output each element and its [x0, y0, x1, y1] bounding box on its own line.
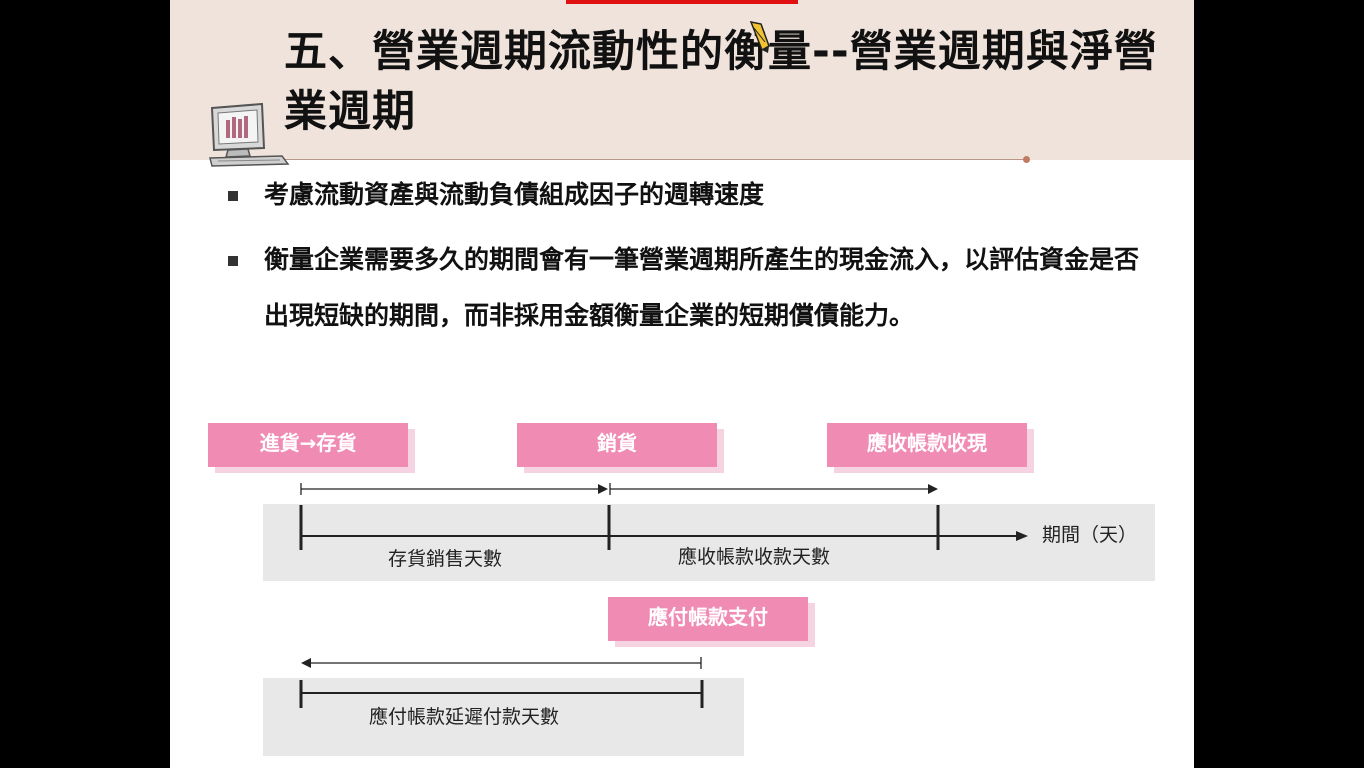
- square-bullet-icon: [228, 191, 238, 201]
- header-divider: [285, 159, 1027, 160]
- label-receivable-days: 應收帳款收款天數: [678, 546, 831, 568]
- timeline-lines: [299, 483, 1028, 708]
- event-receivable-collection: 應收帳款收現: [827, 423, 1027, 467]
- pen-icon: [749, 20, 770, 53]
- axis-label-period: 期間（天）: [1042, 524, 1138, 546]
- event-payable-payment: 應付帳款支付: [608, 597, 808, 641]
- slide-header: [170, 0, 1194, 160]
- timeline-band-bottom: [263, 678, 744, 756]
- top-accent-bar: [566, 0, 798, 4]
- divider-dot: [1023, 156, 1030, 163]
- label-inventory-days: 存貨銷售天數: [388, 548, 503, 570]
- slide: 五、營業週期流動性的衡量--營業週期與淨營業週期 考慮流動資產與流動負債組成因子…: [170, 0, 1194, 768]
- event-purchase-inventory: 進貨→存貨: [208, 423, 408, 467]
- computer-icon: [209, 102, 290, 167]
- event-sales: 銷貨: [517, 423, 717, 467]
- timeline-band-top: [263, 504, 1155, 581]
- bullet-text: 考慮流動資產與流動負債組成因子的週轉速度: [264, 180, 765, 209]
- label-payable-days: 應付帳款延遲付款天數: [369, 706, 560, 728]
- bullet-text: 衡量企業需要多久的期間會有一筆營業週期所產生的現金流入，以評估資金是否出現短缺的…: [264, 245, 1140, 330]
- square-bullet-icon: [228, 256, 238, 266]
- slide-title: 五、營業週期流動性的衡量--營業週期與淨營業週期: [284, 27, 1158, 137]
